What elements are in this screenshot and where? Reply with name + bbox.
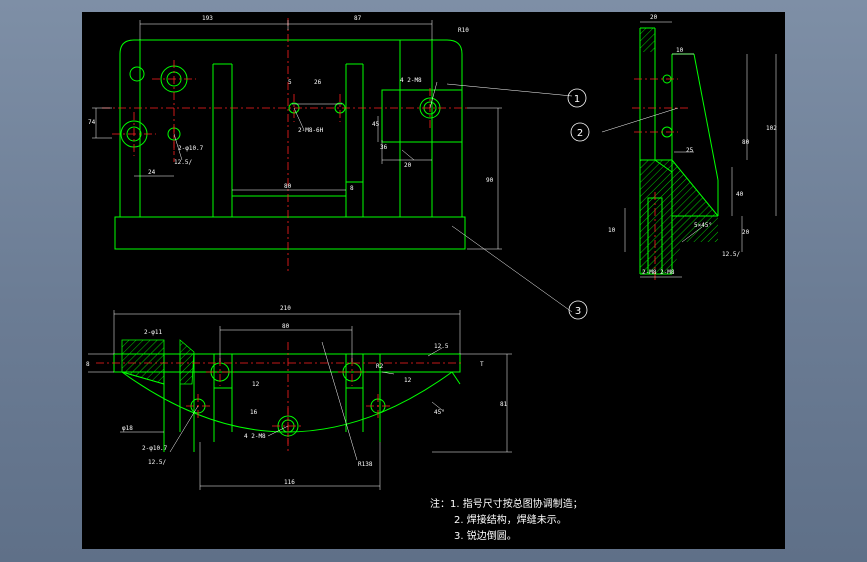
technical-notes: 注：1. 指号尺寸按总图协调制造； 2. 焊接结构，焊缝未示。 3. 锐边倒圆。	[430, 497, 583, 542]
front-plate-outline	[119, 39, 463, 217]
top-arc-base	[121, 371, 453, 433]
dim-top-overall-210: 210	[280, 305, 291, 312]
dim-top-phi18: φ18	[122, 425, 133, 432]
dim-side-20-right: 20	[742, 229, 750, 236]
dim-front-right-45: 45	[372, 121, 380, 128]
dim-front-roughness: 12.5/	[174, 159, 192, 166]
note-line-1: 注：1. 指号尺寸按总图协调制造；	[430, 497, 583, 510]
dim-top-height-81: 81	[500, 401, 508, 408]
dim-side-width-20: 20	[650, 14, 658, 21]
note-line-2: 2. 焊接结构，焊缝未示。	[454, 513, 567, 526]
dim-top-angle-45: 45°	[434, 409, 445, 416]
dim-top-inner-80: 80	[282, 323, 290, 330]
note-line-3: 3. 锐边倒圆。	[454, 529, 517, 542]
side-dimension-lines	[601, 21, 777, 278]
front-centerlines	[102, 18, 467, 274]
dim-top-4-2-m8: 4 2-M8	[244, 433, 266, 440]
dim-top-right-roughness: 12.5	[434, 343, 449, 350]
side-hatching	[640, 28, 718, 274]
dim-top-12b: 12	[404, 377, 412, 384]
front-view	[114, 39, 466, 250]
balloon-1: 1	[567, 88, 587, 108]
cad-viewport[interactable]: 193 87 R10 4 2-M8 5 26 2-M8-6H 2-φ10.7 1…	[82, 12, 785, 549]
dim-top-2-phi11: 2-φ11	[144, 329, 162, 336]
dim-front-radius: R10	[458, 27, 469, 34]
dim-front-right-20: 20	[404, 162, 412, 169]
dim-front-two-holes: 2-φ10.7	[178, 145, 204, 152]
dim-side-40: 40	[736, 191, 744, 198]
dim-top-left-8: 8	[86, 361, 90, 368]
dim-top-roughness: 12.5/	[148, 459, 166, 466]
balloon-2: 2	[570, 122, 590, 142]
svg-text:3: 3	[575, 306, 581, 317]
dim-front-right-width: 87	[354, 15, 362, 22]
engineering-drawing: 193 87 R10 4 2-M8 5 26 2-M8-6H 2-φ10.7 1…	[86, 14, 777, 542]
top-dimension-text: 210 80 2-φ11 8 T 12 R2 12 16 φ18 2-φ10.7…	[86, 305, 508, 486]
balloon-3: 3	[568, 300, 588, 320]
front-dimension-text: 193 87 R10 4 2-M8 5 26 2-M8-6H 2-φ10.7 1…	[88, 15, 494, 192]
dim-front-left-24: 24	[148, 169, 156, 176]
dim-top-left-t: T	[480, 361, 484, 368]
dim-front-hole-4-2: 4 2-M8	[400, 77, 422, 84]
front-base-plate	[114, 216, 466, 250]
front-dimension-lines	[92, 20, 573, 313]
dim-side-10-left: 10	[608, 227, 616, 234]
dim-top-two-phi10: 2-φ10.7	[142, 445, 168, 452]
dim-top-16: 16	[250, 409, 258, 416]
dim-front-spacing-26: 26	[314, 79, 322, 86]
top-hatching	[121, 339, 195, 385]
dim-front-inner-80: 80	[284, 183, 292, 190]
top-view	[113, 353, 461, 452]
dim-front-left-width: 193	[202, 15, 213, 22]
dim-side-width-10: 10	[676, 47, 684, 54]
dim-side-height-80: 80	[742, 139, 750, 146]
dim-top-radius-138: R138	[358, 461, 373, 468]
svg-text:1: 1	[574, 94, 580, 105]
dim-front-height-74: 74	[88, 119, 96, 126]
dim-top-bottom-116: 116	[284, 479, 295, 486]
balloons: 1 2 3	[567, 88, 590, 320]
dim-side-thread-note: 2-M8 2-M8	[642, 269, 675, 276]
dim-side-chamfer: 5×45°	[694, 222, 712, 229]
dim-front-inner-8: 8	[350, 185, 354, 192]
side-dimension-text: 20 10 80 102 25 40 10 20 5×45° 2-M8 2-M8…	[608, 14, 777, 276]
dim-front-tapped-holes: 2-M8-6H	[298, 127, 324, 134]
dim-side-25: 25	[686, 147, 694, 154]
dim-side-roughness: 12.5/	[722, 251, 740, 258]
dim-side-height-102: 102	[766, 125, 777, 132]
svg-text:2: 2	[577, 128, 583, 139]
dim-top-r2: R2	[376, 363, 384, 370]
dim-front-height-90: 90	[486, 177, 494, 184]
side-centerlines	[632, 78, 690, 280]
dim-top-12: 12	[252, 381, 260, 388]
dim-front-spacing-5: 5	[288, 79, 292, 86]
top-dimension-lines	[88, 310, 512, 490]
dim-front-right-36: 36	[380, 144, 388, 151]
